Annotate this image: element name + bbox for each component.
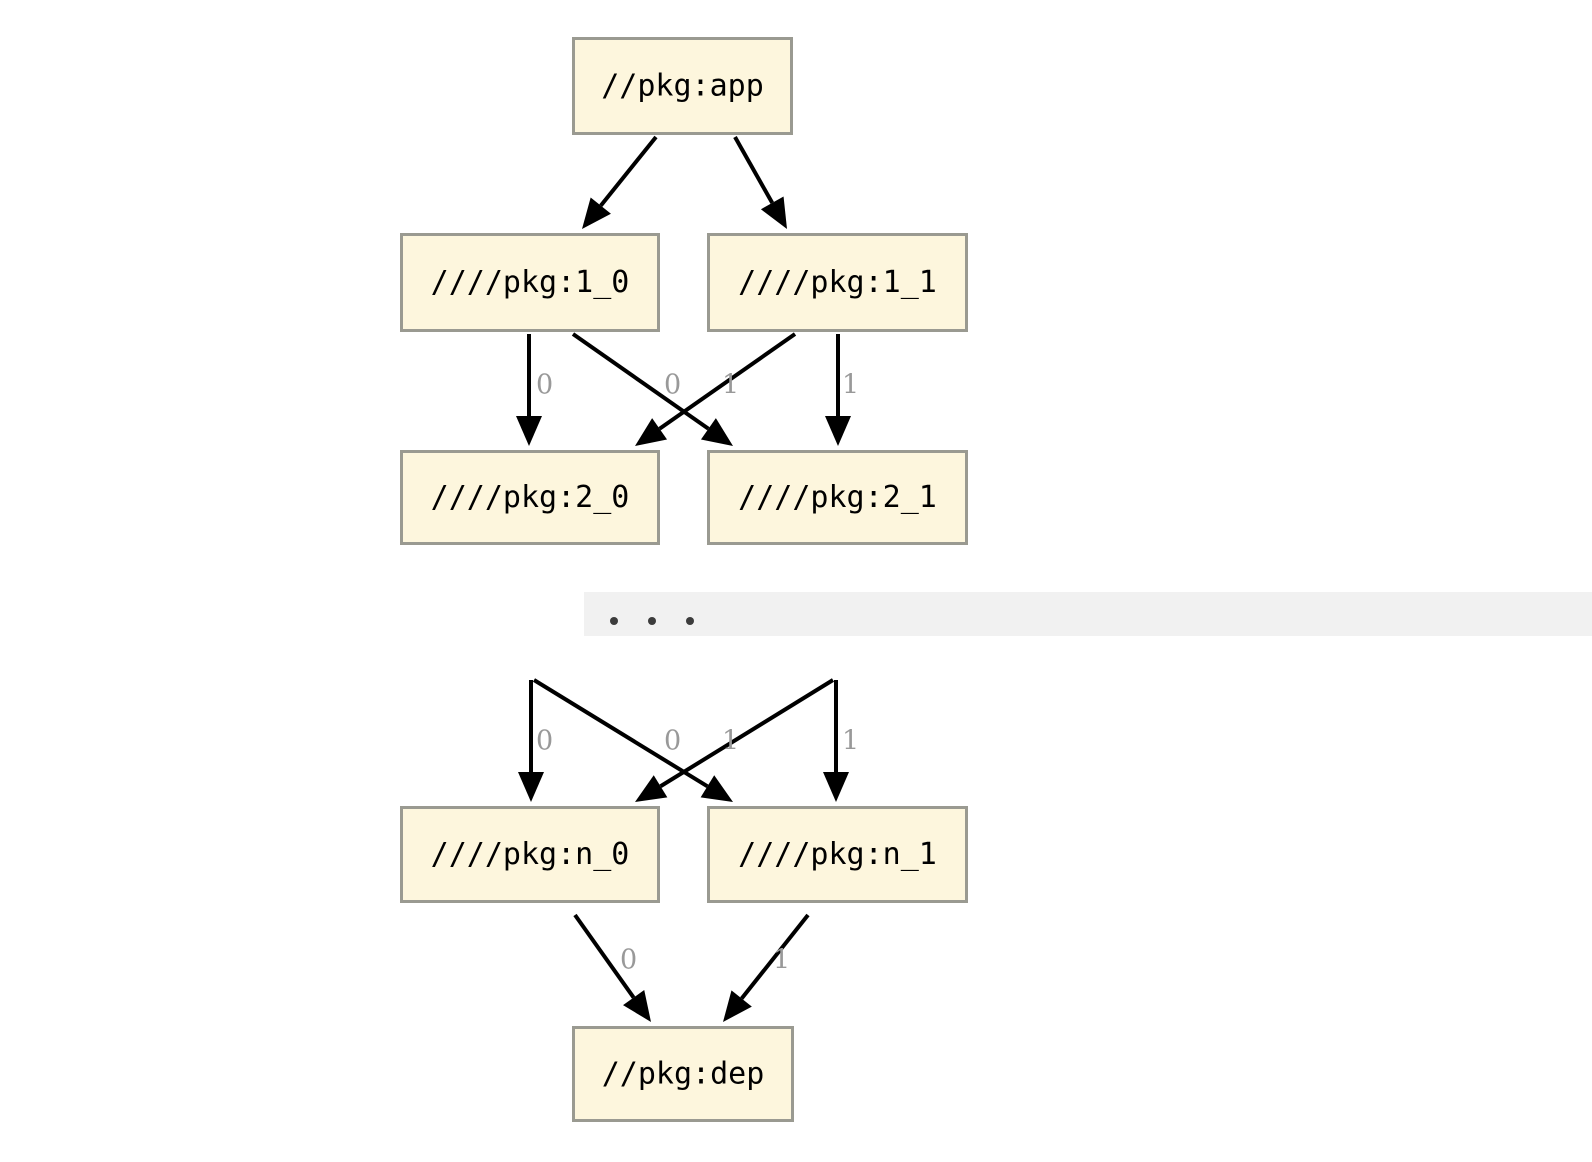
edge-shaft: [573, 913, 636, 999]
graph-edge: [823, 680, 849, 802]
node-box[interactable]: [400, 806, 660, 903]
graph-edge: [582, 135, 658, 229]
edge-label: 1: [773, 945, 790, 976]
edge-label: 1: [842, 726, 859, 757]
graph-node-n_1[interactable]: ////pkg:n_1: [707, 806, 968, 903]
edge-arrowhead: [700, 418, 733, 446]
graph-edge: [518, 680, 544, 802]
graph-edge: [573, 913, 651, 1022]
edge-arrowhead: [635, 418, 668, 446]
graph-edge: [516, 334, 542, 446]
graph-edge: [532, 678, 733, 802]
edge-arrowhead: [516, 416, 542, 446]
edge-arrowhead: [823, 772, 849, 802]
edge-arrowhead: [700, 775, 733, 802]
edge-label: 1: [842, 370, 859, 401]
graph-edge: [571, 332, 733, 446]
edge-arrowhead: [518, 772, 544, 802]
edge-arrowhead: [723, 990, 752, 1022]
edges-layer: [516, 135, 851, 1022]
edge-shaft: [659, 678, 835, 788]
ellipsis-dot: [686, 617, 694, 625]
node-box[interactable]: [400, 233, 660, 332]
ellipsis-dot: [610, 617, 618, 625]
graph-node-2_1[interactable]: ////pkg:2_1: [707, 450, 968, 545]
ellipsis-separator: [584, 592, 1592, 636]
edge-arrowhead: [623, 990, 651, 1022]
nodes-layer: //pkg:app ////pkg:1_0 ////pkg:1_1 ////pkg:2…: [400, 37, 968, 1122]
graph-edge: [635, 332, 797, 446]
graph-node-1_1[interactable]: ////pkg:1_1: [707, 233, 968, 332]
ellipsis-dot: [648, 617, 656, 625]
edge-shaft: [733, 136, 774, 204]
edge-shaft: [599, 135, 658, 207]
graph-node-app[interactable]: //pkg:app: [572, 37, 793, 135]
node-box[interactable]: [572, 1026, 794, 1122]
node-label: ////pkg:1_0: [431, 265, 630, 300]
node-label: ////pkg:1_1: [738, 265, 937, 300]
node-box[interactable]: [707, 450, 968, 545]
node-label: //pkg:dep: [602, 1057, 765, 1092]
graph-edge: [723, 913, 810, 1022]
edge-label: 0: [664, 370, 681, 401]
edge-shaft: [658, 332, 797, 431]
graph-node-n_0[interactable]: ////pkg:n_0: [400, 806, 660, 903]
edge-label: 1: [722, 726, 739, 757]
graph-node-dep[interactable]: //pkg:dep: [572, 1026, 794, 1122]
ellipsis-band-rect: [584, 592, 1592, 636]
node-box[interactable]: [572, 37, 793, 135]
edge-arrowhead: [582, 197, 611, 229]
graph-edge: [825, 334, 851, 446]
node-label: ////pkg:n_1: [738, 837, 937, 872]
edge-arrowhead: [825, 416, 851, 446]
edge-arrowhead: [635, 775, 668, 802]
node-box[interactable]: [707, 806, 968, 903]
node-label: //pkg:app: [601, 69, 764, 104]
edge-label: 0: [620, 945, 637, 976]
edge-arrowhead: [760, 196, 787, 229]
node-label: ////pkg:2_0: [431, 480, 630, 515]
edge-label: 0: [536, 726, 553, 757]
graph-edge: [635, 678, 835, 802]
edge-shaft: [571, 332, 710, 431]
node-box[interactable]: [400, 450, 660, 545]
graph-node-1_0[interactable]: ////pkg:1_0: [400, 233, 660, 332]
node-label: ////pkg:2_1: [738, 480, 937, 515]
edge-label: 1: [722, 370, 739, 401]
edge-shaft: [532, 678, 709, 789]
edge-label: 0: [664, 726, 681, 757]
edge-label: 0: [536, 370, 553, 401]
edge-labels-layer: 0 0 1 1 0 0 1 1 0 1: [536, 370, 859, 976]
graph-edge: [733, 136, 787, 229]
node-label: ////pkg:n_0: [431, 837, 630, 872]
edge-shaft: [740, 913, 810, 1000]
graph-node-2_0[interactable]: ////pkg:2_0: [400, 450, 660, 545]
node-box[interactable]: [707, 233, 968, 332]
